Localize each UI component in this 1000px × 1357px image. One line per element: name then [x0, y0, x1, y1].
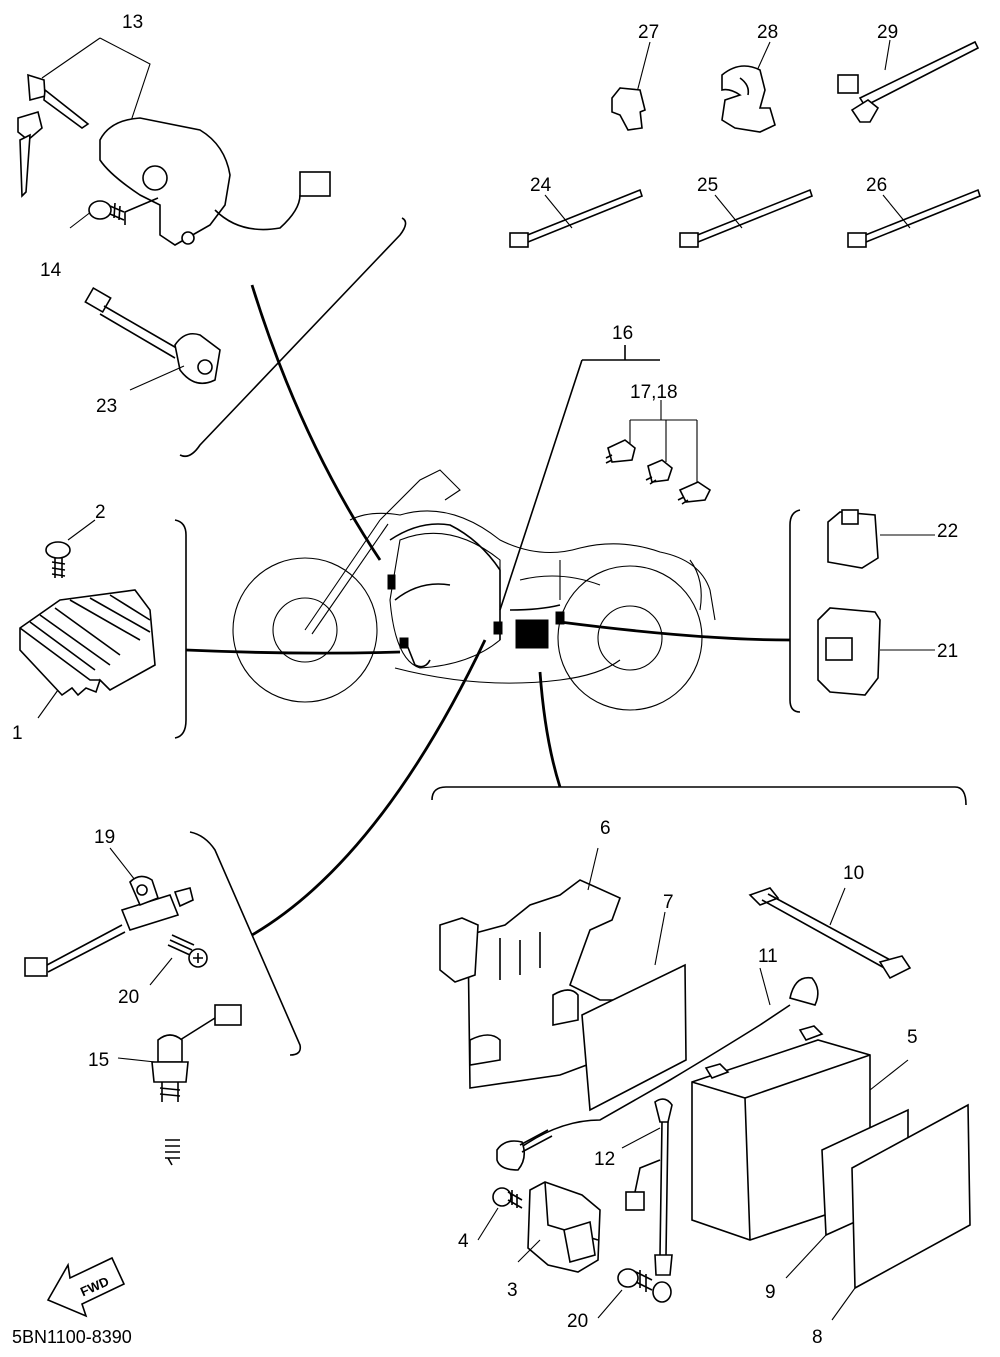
callout-27: 27 [638, 22, 659, 43]
callout-21: 21 [937, 641, 958, 662]
callout-15: 15 [88, 1050, 109, 1071]
callout-23: 23 [96, 396, 117, 417]
callout-20-upper: 20 [118, 987, 139, 1008]
callout-5: 5 [907, 1027, 918, 1048]
part-23-switch [84, 286, 221, 391]
callout-6: 6 [600, 818, 611, 839]
part-15-neutral-switch [117, 1004, 242, 1166]
part-27-clamp [611, 41, 651, 131]
part-1-rectifier-regulator [19, 589, 156, 719]
part-13-main-switch [17, 37, 331, 246]
callout-24: 24 [530, 175, 552, 196]
part-8-pad [831, 1103, 971, 1321]
callout-28: 28 [757, 22, 778, 43]
callout-10: 10 [843, 863, 864, 884]
part-29-clamp-tie [837, 39, 980, 123]
callout-26: 26 [866, 175, 887, 196]
callout-17-18: 17,18 [630, 382, 678, 403]
callout-29: 29 [877, 22, 898, 43]
callout-19: 19 [94, 827, 115, 848]
callout-7: 7 [663, 892, 674, 913]
part-20-screw-upper [149, 934, 208, 986]
part-26-cable-tie [847, 188, 981, 248]
part-12-ground-lead [621, 1098, 673, 1303]
leader-lines [174, 217, 967, 1056]
callout-8: 8 [812, 1327, 823, 1348]
part-28-clamp [721, 41, 776, 133]
callout-14: 14 [40, 260, 62, 281]
part-11-battery-cable [496, 967, 819, 1171]
part-4-bolt [477, 1187, 523, 1241]
harness-connection-markers [387, 574, 565, 649]
part-25-cable-tie [679, 188, 813, 248]
callout-1: 1 [12, 723, 23, 744]
part-16-18-fuses [605, 439, 712, 505]
part-24-cable-tie [509, 188, 643, 248]
part-7-pad [581, 911, 687, 1112]
callout-13: 13 [122, 12, 143, 33]
part-20-screw-lower [597, 1268, 653, 1319]
callout-9: 9 [765, 1282, 776, 1303]
part-21-relay [817, 607, 935, 696]
callout-11: 11 [758, 946, 778, 967]
callout-16: 16 [612, 323, 633, 344]
callout-20-lower: 20 [567, 1311, 588, 1332]
part-22-relay [827, 509, 935, 569]
part-2-bolt [45, 519, 96, 578]
callout-3: 3 [507, 1280, 518, 1301]
callout-22: 22 [937, 521, 958, 542]
part-3-starter-relay [517, 1181, 601, 1273]
drawing-code: 5BN1100-8390 [12, 1327, 132, 1347]
callout-12: 12 [594, 1149, 615, 1170]
part-14-screw [69, 200, 125, 229]
callout-labels: 13 14 23 2 1 19 20 15 27 28 29 24 25 26 … [12, 12, 958, 1348]
motorcycle-outline [232, 469, 716, 711]
callout-25: 25 [697, 175, 718, 196]
part-19-sensor [24, 847, 194, 977]
callout-2: 2 [95, 502, 106, 523]
callout-4: 4 [458, 1231, 469, 1252]
forward-arrow-icon: FWD [46, 1256, 126, 1318]
part-10-battery-band [748, 887, 912, 980]
